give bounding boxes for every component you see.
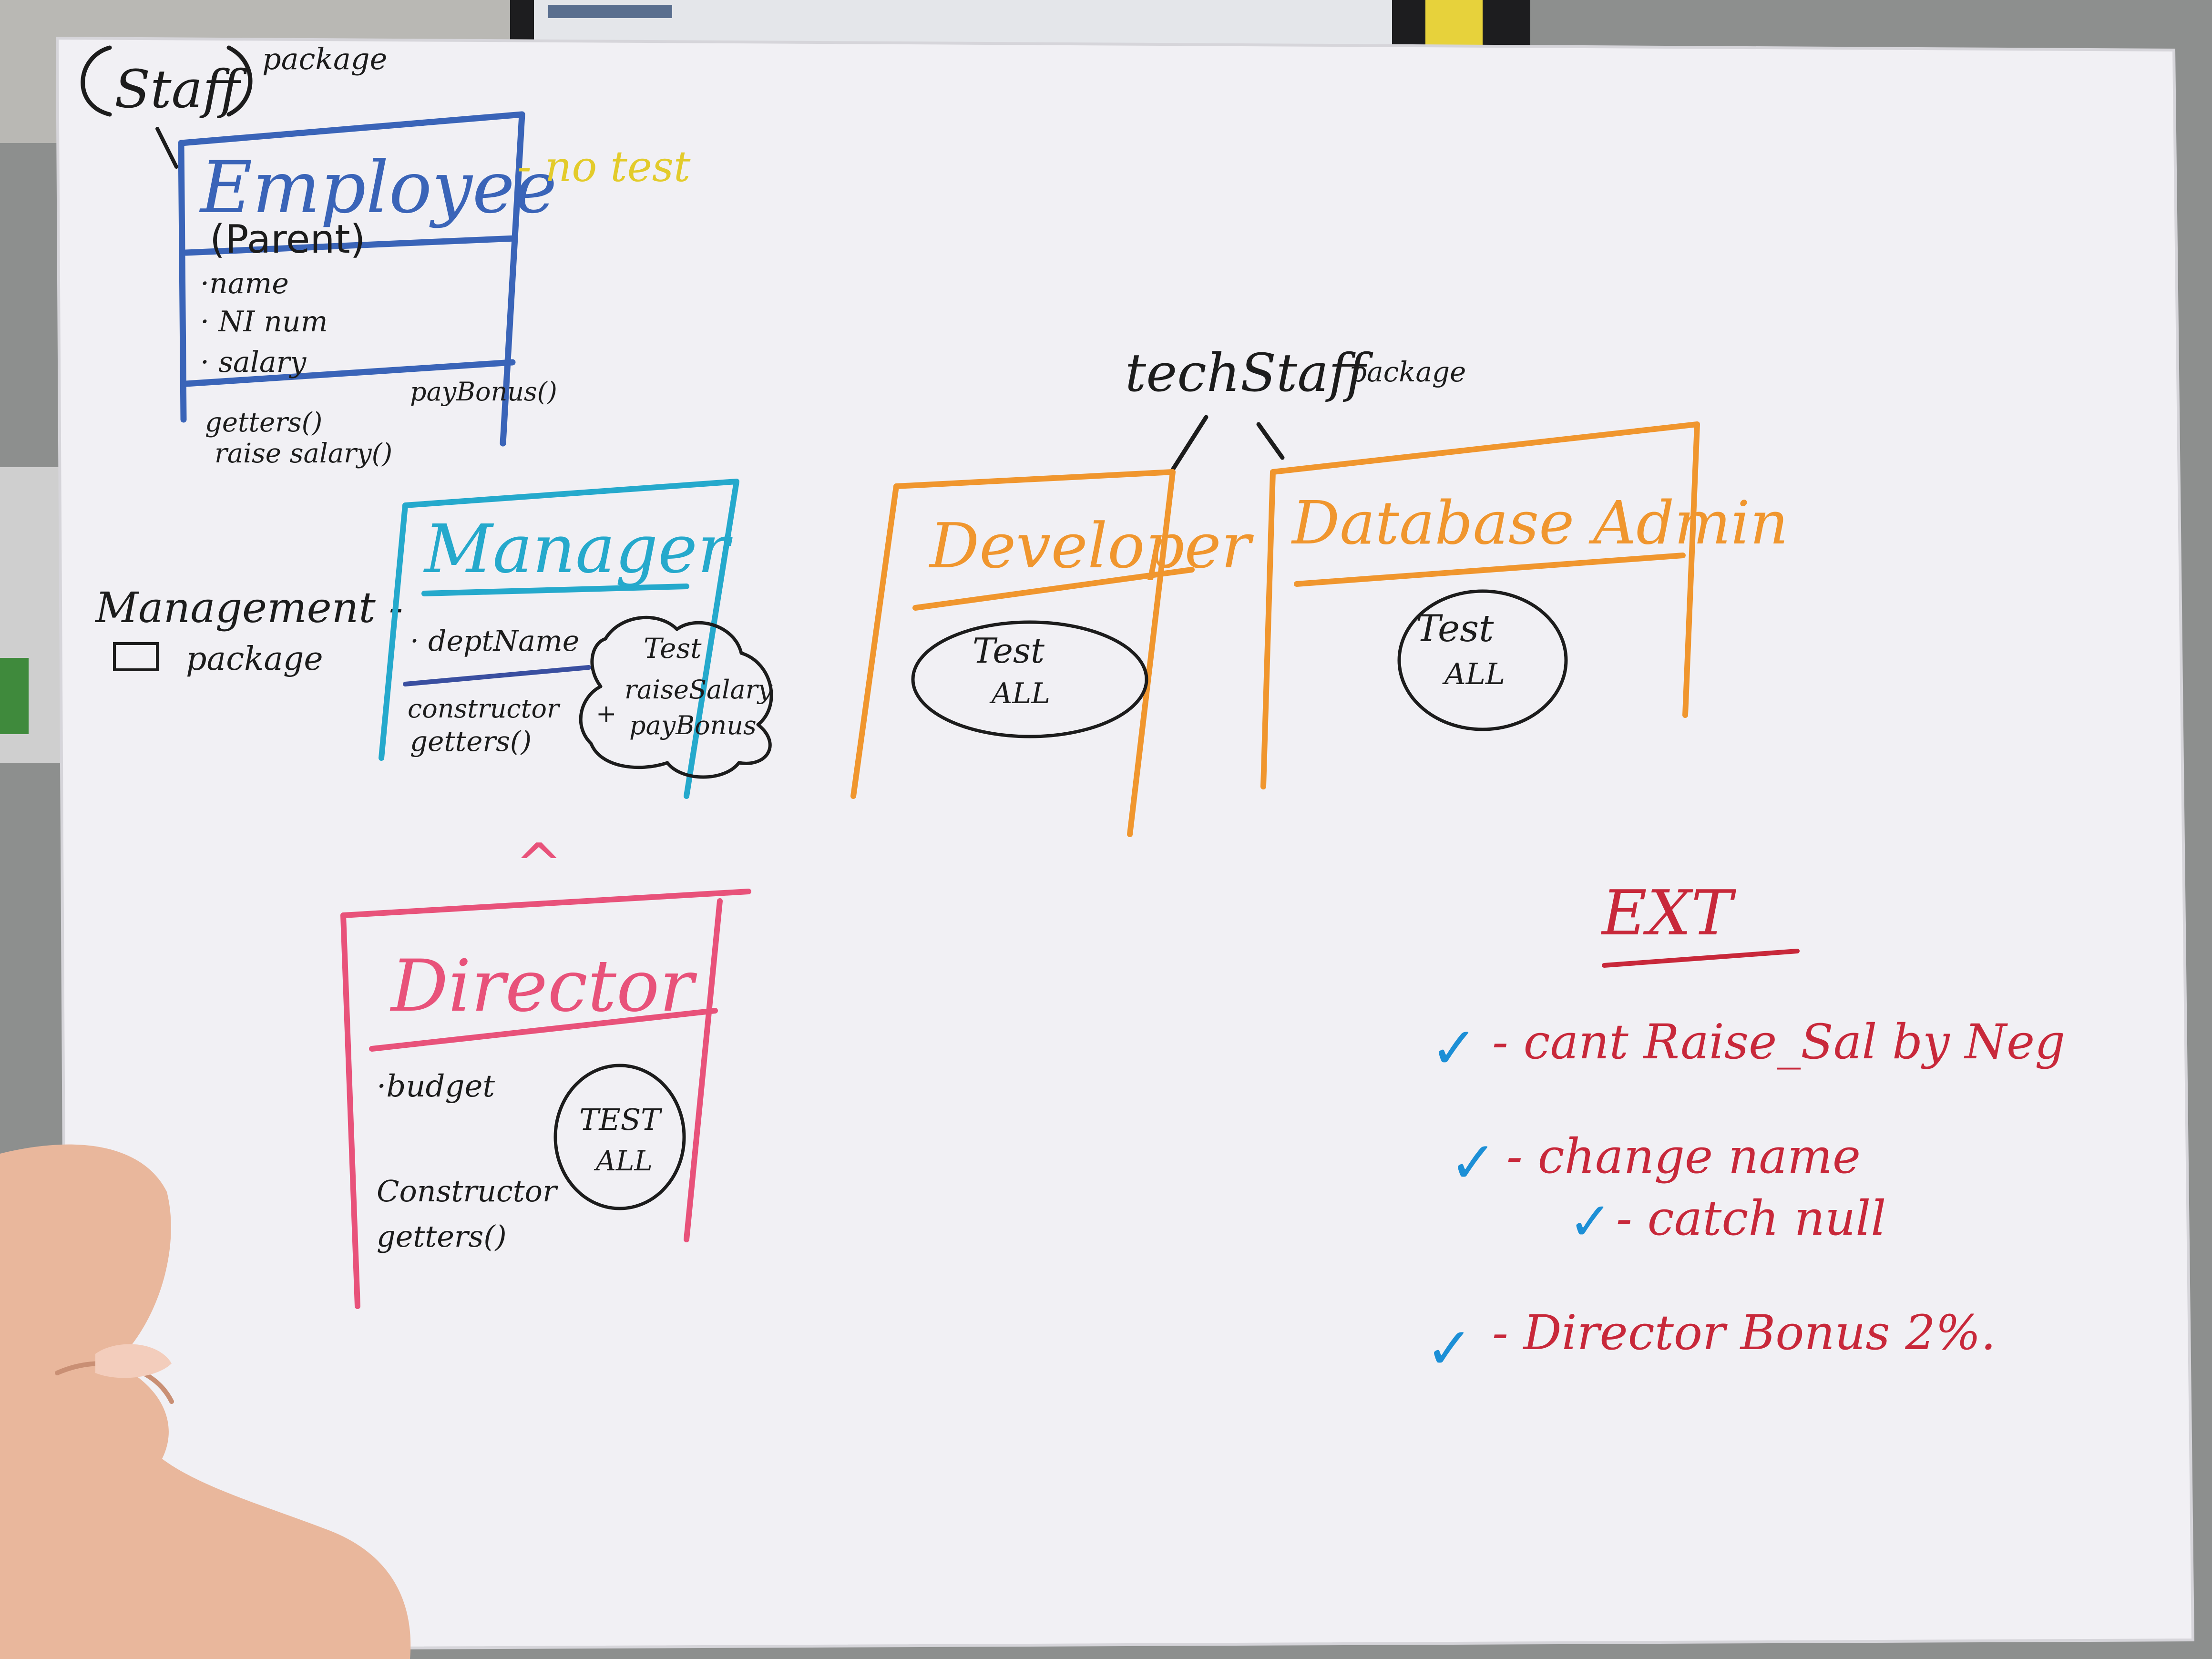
database-admin-title: Database Admin bbox=[1291, 489, 1788, 558]
management-package-label: Management - bbox=[94, 583, 403, 632]
director-test-bubble bbox=[553, 1064, 686, 1210]
holding-hand bbox=[0, 1144, 411, 1659]
staff-paren-right bbox=[226, 45, 253, 117]
management-package-group: Management - package bbox=[94, 583, 403, 678]
employee-class-box: Employee (Parent) - no test ·name · NI n… bbox=[178, 111, 691, 469]
director-method-constructor: Constructor bbox=[377, 1174, 558, 1208]
management-package-suffix: package bbox=[186, 640, 323, 678]
director-box-lines bbox=[340, 889, 751, 1309]
staff-package-connector bbox=[155, 127, 178, 169]
manager-test-bubble bbox=[579, 615, 773, 779]
manager-class-box: Manager · deptName constructor getters()… bbox=[379, 479, 773, 799]
monitor-screen bbox=[534, 0, 1392, 48]
ext-title: EXT bbox=[1601, 877, 1736, 949]
director-method-getters: getters() bbox=[377, 1219, 507, 1254]
director-inherit-arrow: ^ bbox=[515, 832, 563, 898]
ext-check-1: ✓ bbox=[1430, 1015, 1478, 1082]
desk-object-green bbox=[0, 658, 29, 734]
staff-package-label: Staff bbox=[114, 59, 247, 120]
ext-item-3: - catch null bbox=[1616, 1190, 1886, 1246]
ext-title-underline bbox=[1602, 949, 1800, 968]
ext-list: EXT ✓ - cant Raise_Sal by Neg ✓ - change… bbox=[1425, 877, 2065, 1382]
employee-title: Employee bbox=[199, 146, 557, 229]
database-admin-class-box: Database Admin Test ALL bbox=[1260, 421, 1788, 789]
techstaff-package-group: techStaff package bbox=[1125, 342, 1466, 472]
paper-edge bbox=[55, 36, 2195, 1651]
staff-package-suffix: package bbox=[262, 41, 387, 76]
techstaff-package-suffix: package bbox=[1349, 356, 1466, 388]
database-admin-test-bubble bbox=[1397, 589, 1568, 731]
manager-method-constructor: constructor bbox=[408, 694, 561, 724]
database-admin-box-lines bbox=[1260, 421, 1700, 789]
ext-item-1: - cant Raise_Sal by Neg bbox=[1492, 1014, 2065, 1070]
director-field-budget: ·budget bbox=[377, 1069, 495, 1104]
techstaff-package-label: techStaff bbox=[1125, 342, 1373, 403]
database-admin-test-label: Test bbox=[1416, 607, 1494, 650]
developer-box-lines bbox=[850, 469, 1195, 837]
ext-item-4: - Director Bonus 2%. bbox=[1492, 1305, 1996, 1361]
employee-field-ni: · NI num bbox=[200, 305, 328, 338]
monitor-screen-bar bbox=[548, 5, 672, 18]
manager-divider bbox=[403, 665, 591, 686]
director-class-box: ^ Director ·budget Constructor getters()… bbox=[340, 832, 751, 1309]
employee-field-salary: · salary bbox=[200, 346, 307, 379]
techstaff-connectors bbox=[1170, 415, 1285, 472]
director-test-label: TEST bbox=[579, 1102, 663, 1137]
ext-check-2: ✓ bbox=[1449, 1130, 1497, 1196]
thumb-nail bbox=[95, 1344, 172, 1378]
manager-test-plus: + bbox=[596, 700, 617, 728]
employee-box-lines bbox=[178, 111, 525, 447]
director-test-all: ALL bbox=[594, 1145, 653, 1177]
developer-test-all: ALL bbox=[989, 677, 1050, 710]
developer-title: Developer bbox=[929, 510, 1254, 582]
ext-check-3: ✓ bbox=[1568, 1191, 1612, 1252]
ext-item-2: - change name bbox=[1506, 1128, 1861, 1184]
manager-test-raisesalary: raiseSalary bbox=[625, 675, 773, 705]
employee-method-paybonus: payBonus() bbox=[410, 377, 557, 407]
manager-test-paybonus: payBonus bbox=[629, 710, 757, 740]
developer-test-bubble bbox=[911, 620, 1148, 738]
employee-note: - no test bbox=[517, 142, 691, 191]
manager-box-lines bbox=[379, 479, 739, 799]
developer-class-box: Developer Test ALL bbox=[850, 469, 1254, 837]
manager-field-deptname: · deptName bbox=[410, 625, 579, 658]
employee-method-raise: raise salary() bbox=[215, 438, 392, 469]
employee-field-name: ·name bbox=[200, 267, 289, 300]
employee-subtitle: (Parent) bbox=[210, 217, 365, 262]
staff-paren-left bbox=[81, 45, 112, 117]
paper-sheet bbox=[57, 38, 2193, 1649]
manager-title: Manager bbox=[423, 511, 733, 588]
employee-method-getters: getters() bbox=[205, 407, 322, 438]
database-admin-test-all: ALL bbox=[1442, 656, 1505, 691]
director-title: Director bbox=[389, 945, 697, 1028]
ext-check-4: ✓ bbox=[1425, 1316, 1474, 1382]
manager-method-getters: getters() bbox=[410, 725, 532, 758]
management-scribble bbox=[113, 642, 159, 671]
manager-test-label: Test bbox=[644, 632, 702, 665]
developer-test-label: Test bbox=[973, 631, 1045, 671]
staff-package-group: Staff package bbox=[81, 41, 387, 169]
